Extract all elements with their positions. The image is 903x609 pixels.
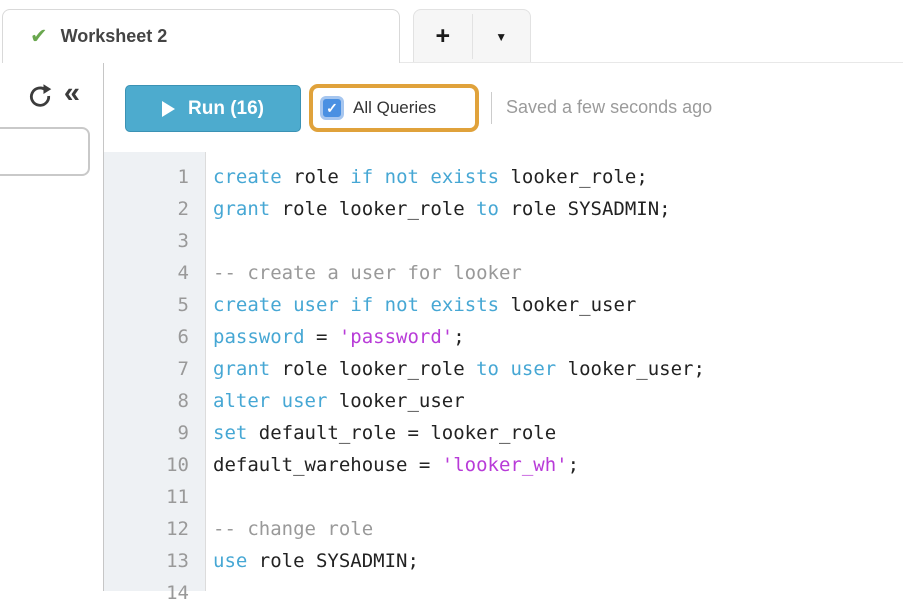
line-number: 2 — [177, 198, 189, 220]
line-number: 11 — [166, 486, 189, 508]
sidebar-search-input[interactable] — [0, 127, 90, 176]
line-number: 7 — [177, 358, 189, 380]
worksheet-screen: ✔ Worksheet 2 + ▼ « Run (16) ✓ All Queri… — [0, 9, 903, 604]
line-number: 14 — [166, 582, 189, 604]
new-worksheet-button[interactable]: + — [414, 10, 472, 63]
code-line[interactable]: create role if not exists looker_role; — [213, 166, 648, 188]
line-number: 10 — [166, 454, 189, 476]
refresh-icon — [29, 84, 52, 107]
code-line[interactable] — [213, 225, 903, 257]
line-number: 13 — [166, 550, 189, 572]
collapse-panel-button[interactable]: « — [57, 76, 87, 110]
line-number: 5 — [177, 294, 189, 316]
tab-label: Worksheet 2 — [60, 26, 168, 46]
code-line[interactable] — [213, 577, 903, 591]
line-number: 3 — [177, 230, 189, 252]
tabbar-bottom-border — [400, 62, 903, 63]
code-line[interactable]: -- change role — [213, 518, 374, 540]
line-number: 6 — [177, 326, 189, 348]
refresh-button[interactable] — [27, 83, 53, 109]
code-line[interactable]: grant role looker_role to role SYSADMIN; — [213, 198, 671, 220]
sidebar-divider — [103, 63, 104, 591]
caret-down-icon: ▼ — [495, 29, 508, 44]
all-queries-highlight-box: ✓ All Queries — [309, 84, 479, 132]
line-number: 1 — [177, 166, 189, 188]
saved-check-icon: ✔ — [30, 25, 48, 48]
tab-worksheet-2[interactable]: ✔ Worksheet 2 — [2, 9, 400, 63]
code-line[interactable]: use role SYSADMIN; — [213, 550, 419, 572]
tab-actions-divider — [471, 14, 473, 59]
code-line[interactable]: grant role looker_role to user looker_us… — [213, 358, 705, 380]
toolbar-divider — [491, 92, 492, 124]
line-number: 4 — [177, 262, 189, 284]
line-number: 12 — [166, 518, 189, 540]
all-queries-checkbox[interactable]: ✓ — [320, 96, 344, 120]
code-line[interactable]: -- create a user for looker — [213, 262, 522, 284]
saved-status-text: Saved a few seconds ago — [506, 97, 713, 117]
all-queries-label[interactable]: All Queries — [353, 98, 437, 117]
code-line[interactable]: set default_role = looker_role — [213, 422, 557, 444]
double-chevron-left-icon: « — [63, 76, 81, 109]
tab-actions-group: + ▼ — [413, 9, 531, 63]
code-area[interactable]: create role if not exists looker_role;gr… — [206, 152, 903, 591]
line-number: 8 — [177, 390, 189, 412]
play-icon — [162, 100, 175, 117]
gutter-divider — [205, 152, 206, 591]
code-line[interactable]: password = 'password'; — [213, 326, 465, 348]
code-line[interactable]: default_warehouse = 'looker_wh'; — [213, 454, 580, 476]
worksheet-menu-button[interactable]: ▼ — [473, 10, 531, 63]
line-number: 9 — [177, 422, 189, 444]
run-button[interactable]: Run (16) — [125, 85, 301, 132]
code-line[interactable]: alter user looker_user — [213, 390, 465, 412]
code-line[interactable] — [213, 481, 903, 513]
code-line[interactable]: create user if not exists looker_user — [213, 294, 637, 316]
run-button-label: Run (16) — [188, 97, 264, 119]
